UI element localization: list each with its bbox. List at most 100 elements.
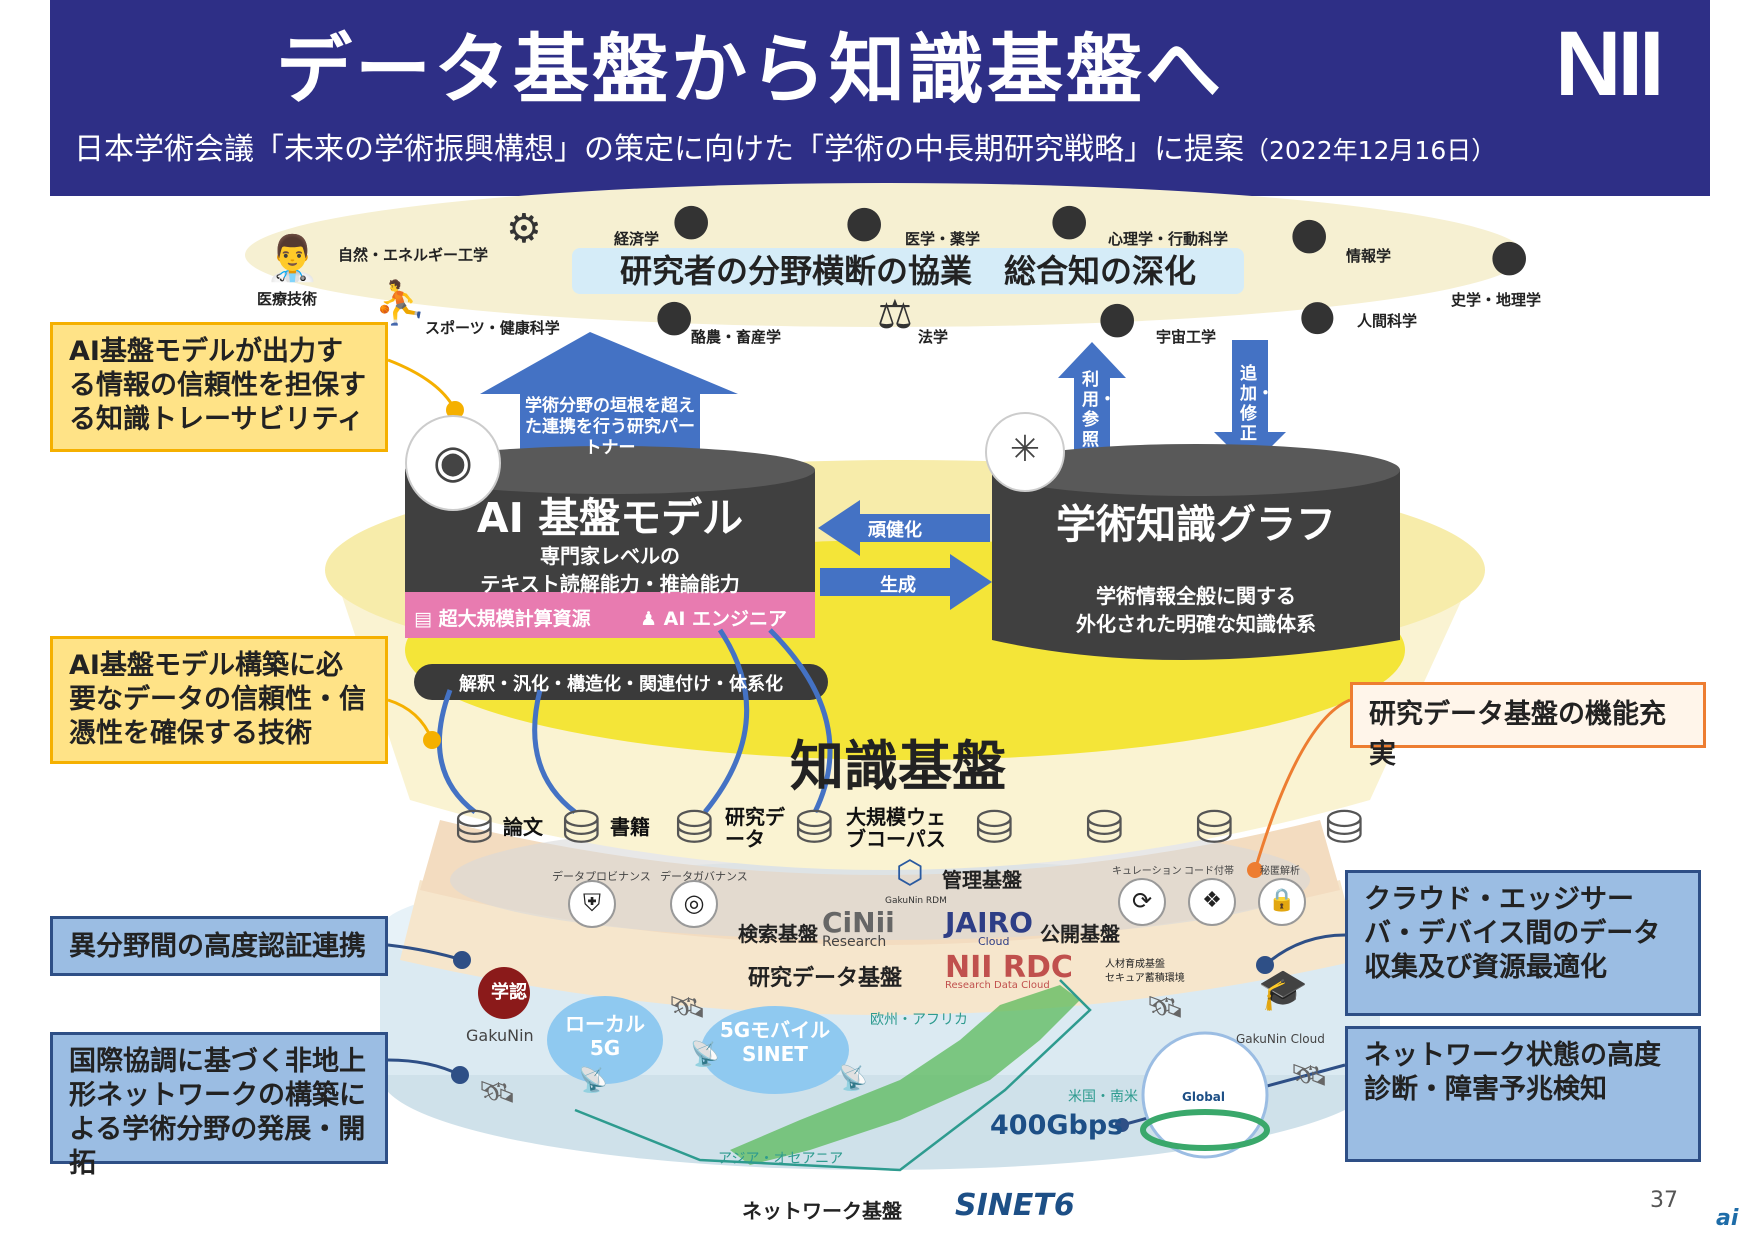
- diag-dot: [1115, 1118, 1129, 1132]
- brain-icon: ◉: [405, 415, 501, 511]
- ai-mark: ai: [1716, 1206, 1739, 1231]
- europe-label: 欧州・アフリカ: [870, 1012, 968, 1028]
- graduation-cap-icon: 🎓: [1258, 967, 1308, 1013]
- cloud-connector: [1264, 933, 1346, 967]
- law-person-icon: ⚖: [877, 292, 913, 338]
- gakunin-seal: [478, 967, 530, 1019]
- ai-desc-line2: テキスト読解能力・推論能力: [480, 572, 740, 596]
- trace-callout: AI基盤モデルが出力する情報の信頼性を担保する知識トレーサビリティ: [50, 322, 388, 452]
- link-arrow-2: [532, 689, 577, 814]
- kg-desc-line1: 学術情報全般に関する: [1096, 584, 1296, 608]
- mobile-sinet-label: 5Gモバイル SINET: [719, 1018, 831, 1066]
- subtitle-date: （2022年12月16日）: [1244, 136, 1497, 165]
- intl-dot: [451, 1066, 469, 1084]
- engineer-label: AI エンジニア: [663, 608, 788, 630]
- rdb-band-lower: [400, 880, 1360, 1015]
- use-arrow-label: 利用・参照: [1082, 370, 1116, 450]
- network-platform-label: ネットワーク基盤: [742, 1199, 902, 1223]
- db-books: 書籍: [610, 815, 650, 839]
- asia-label: アジア・オセアニア: [718, 1151, 844, 1167]
- kg-title: 学術知識グラフ: [1056, 502, 1336, 548]
- db-research-data: 研究データ: [725, 805, 785, 851]
- compute-label: 超大規模計算資源: [438, 608, 591, 630]
- database-icon: ⛁: [562, 800, 601, 854]
- hr-label-1: 人材育成基盤: [1105, 959, 1165, 970]
- field-label: 医療技術: [257, 290, 318, 308]
- jairo-logo: JAIRO: [945, 906, 1033, 939]
- graph-icon: ✳: [985, 412, 1065, 492]
- info-person-icon: ●: [1290, 208, 1329, 259]
- cinii-logo: CiNii: [822, 906, 895, 939]
- rdb-platform-label: 研究データ基盤: [748, 966, 903, 991]
- ai-model-title: AI 基盤モデル: [476, 494, 744, 542]
- gakunin-cloud-label: GakuNin Cloud: [1236, 1032, 1325, 1046]
- field-label: 自然・エネルギー工学: [338, 246, 489, 264]
- database-icon: ⛁: [1195, 800, 1234, 854]
- partner-up-arrow: [480, 332, 738, 472]
- database-icon: ⛁: [1325, 800, 1364, 854]
- add-arrow: [1214, 340, 1286, 468]
- cloud-edge-callout: クラウド・エッジサーバ・デバイス間のデータ収集及び資源最適化: [1345, 870, 1701, 1016]
- sinet6-logo: SINET6: [955, 1188, 1075, 1223]
- nii-rdc-sub: Research Data Cloud: [945, 980, 1050, 991]
- satellite-icon: 🛰: [1290, 1058, 1329, 1093]
- partner-arrow-label: 学術分野の垣根を超えた連携を行う研究パートナー: [525, 396, 695, 458]
- field-label: 医学・薬学: [905, 230, 981, 248]
- global-ring: [1140, 1109, 1270, 1151]
- add-arrow-label: 追加・修正: [1240, 364, 1274, 444]
- ai-engineer: ♟ AI エンジニア: [640, 604, 787, 631]
- generate-label: 生成: [880, 575, 916, 596]
- code-label: コード付帯: [1184, 866, 1234, 877]
- hr-label-2: セキュア蓄積環境: [1105, 973, 1185, 984]
- reliability-dot: [423, 731, 441, 749]
- nii-logo: NII: [1555, 13, 1665, 115]
- local5g-label: ローカル 5G: [565, 1012, 645, 1060]
- search-label: 検索基盤: [738, 922, 818, 946]
- rdb-connector: [1253, 698, 1351, 871]
- process-label: 解釈・汎化・構造化・関連付け・体系化: [459, 674, 783, 695]
- dairy-person-icon: ●: [655, 290, 694, 341]
- database-icon: ⛁: [675, 800, 714, 854]
- field-label: 宇宙工学: [1156, 328, 1217, 346]
- collab-banner: 研究者の分野横断の協業 総合知の深化: [572, 248, 1244, 294]
- field-label: スポーツ・健康科学: [425, 319, 560, 337]
- satellite-icon: 🛰: [1146, 990, 1185, 1025]
- gakunin-seal-text: 学認: [491, 982, 527, 1003]
- g100-label: 100Gbps: [1178, 1134, 1223, 1145]
- curation-label: キュレーション: [1112, 866, 1182, 877]
- field-label: 人間科学: [1357, 312, 1418, 330]
- diag-callout: ネットワーク状態の高度診断・障害予兆検知: [1345, 1026, 1701, 1162]
- energy-person-icon: ⚙: [506, 206, 542, 252]
- japan-map: [730, 985, 1080, 1165]
- medical-person-icon: 👨‍⚕: [265, 233, 320, 284]
- field-label: 史学・地理学: [1451, 291, 1542, 309]
- field-label: 経済学: [614, 230, 660, 248]
- robust-arrow: [818, 500, 990, 556]
- economics-person-icon: ●: [672, 194, 711, 245]
- auth-callout: 異分野間の高度認証連携: [50, 916, 388, 976]
- kg-cylinder-body: [992, 470, 1400, 660]
- human-person-icon: ●: [1299, 290, 1336, 339]
- page-title: データ基盤から知識基盤へ: [276, 25, 1224, 114]
- intl-network-callout: 国際協調に基づく非地上形ネットワークの構築による学術分野の発展・開拓: [50, 1032, 388, 1179]
- sports-person-icon: ⛹: [374, 278, 427, 327]
- database-icon: ⛁: [975, 800, 1014, 854]
- cloud-dot: [1256, 956, 1274, 974]
- auth-dot: [453, 951, 471, 969]
- gakunin-rdm-label: GakuNin RDM: [885, 896, 947, 906]
- process-pill: [414, 664, 828, 700]
- medicine-person-icon: ●: [845, 196, 884, 247]
- rdb-dot: [1247, 862, 1263, 878]
- use-arrow: [1058, 342, 1126, 468]
- knowledge-base-label: 知識基盤: [790, 735, 1006, 798]
- global-circle: [1141, 1031, 1269, 1159]
- dropbox-icon: ❖: [1188, 878, 1236, 926]
- engineer-icon: ♟: [640, 608, 664, 630]
- kg-desc-line2: 外化された明確な知識体系: [1076, 612, 1316, 636]
- speed-label: 400Gbps: [990, 1110, 1124, 1141]
- db-web-corpus: 大規模ウェブコーパス: [846, 805, 946, 851]
- gakunin-label: GakuNin: [466, 1026, 534, 1045]
- ai-desc-line1: 専門家レベルの: [540, 544, 680, 568]
- field-label: 情報学: [1346, 247, 1392, 265]
- psychology-person-icon: ●: [1050, 194, 1089, 245]
